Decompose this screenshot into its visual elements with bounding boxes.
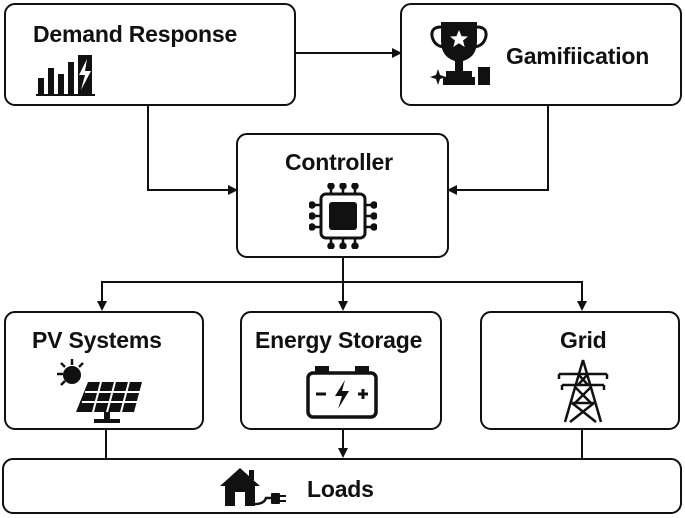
transmission-tower-icon bbox=[557, 359, 609, 423]
edge-demand-controller bbox=[147, 106, 238, 195]
loads-node: Loads bbox=[2, 458, 682, 514]
grid-node: Grid bbox=[480, 311, 680, 430]
grid-label: Grid bbox=[560, 327, 607, 353]
edge-controller-pv bbox=[97, 281, 343, 311]
battery-icon bbox=[306, 366, 378, 419]
trophy-icon bbox=[430, 22, 490, 85]
pv-systems-label: PV Systems bbox=[32, 327, 162, 353]
solar-panel-sun-icon bbox=[57, 359, 142, 423]
edge-controller-grid bbox=[343, 281, 587, 311]
loads-label: Loads bbox=[307, 476, 374, 502]
controller-label: Controller bbox=[285, 149, 393, 175]
bar-chart-lightning-icon bbox=[36, 55, 95, 96]
edge-gamification-controller bbox=[447, 106, 549, 195]
controller-node: Controller bbox=[236, 133, 449, 258]
energy-storage-node: Energy Storage bbox=[240, 311, 442, 430]
pv-systems-node: PV Systems bbox=[4, 311, 204, 430]
energy-storage-label: Energy Storage bbox=[255, 327, 423, 353]
gamification-node: Gamifiication bbox=[400, 3, 682, 106]
house-plug-icon bbox=[220, 468, 286, 506]
gamification-label: Gamifiication bbox=[506, 43, 650, 69]
demand-response-label: Demand Response bbox=[33, 21, 238, 47]
demand-response-node: Demand Response bbox=[4, 3, 296, 106]
microchip-icon bbox=[309, 183, 377, 249]
